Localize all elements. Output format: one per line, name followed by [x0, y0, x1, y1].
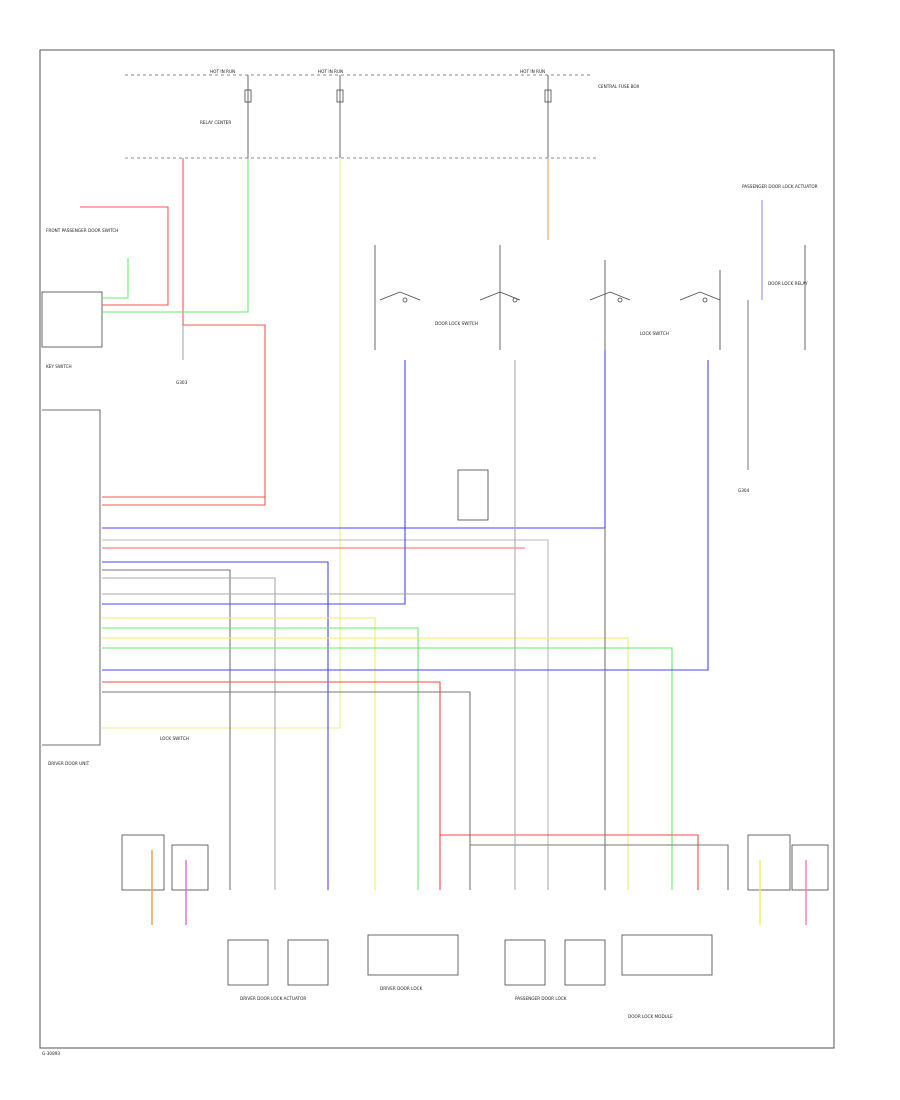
harness-wires	[102, 350, 729, 890]
ground-left-label: G303	[176, 380, 188, 385]
driver-door-lock-label: DRIVER DOOR LOCK	[380, 986, 423, 991]
switch-assemblies	[374, 245, 806, 350]
lock-switch-left-label: LOCK SWITCH	[160, 736, 189, 741]
front-passenger-door-switch-label: FRONT PASSENGER DOOR SWITCH	[46, 228, 118, 233]
door-lock-relay-label: DOOR LOCK RELAY	[768, 281, 808, 286]
wires-top-left	[80, 158, 266, 506]
figure-code: G-30893	[42, 1051, 60, 1056]
hot-in-run-label-3: HOT IN RUN	[520, 69, 545, 74]
relay-center-right-label: PASSENGER DOOR LOCK ACTUATOR	[742, 184, 818, 189]
bottom-actuators	[121, 834, 829, 986]
hot-in-run-label-1: HOT IN RUN	[210, 69, 235, 74]
ground-right-label: G304	[738, 488, 750, 493]
connector-cluster	[457, 469, 489, 521]
relay-center-label: RELAY CENTER	[200, 120, 231, 125]
left-modules: KEY SWITCH DRIVER DOOR UNIT FRONT PASSEN…	[41, 228, 118, 766]
door-lock-module-label: DOOR LOCK MODULE	[628, 1014, 673, 1019]
door-lock-switch-label: DOOR LOCK SWITCH	[435, 321, 478, 326]
central-fuse-box-label: CENTRAL FUSE BOX	[598, 84, 639, 89]
wire-yellow-long	[102, 158, 341, 729]
driver-door-unit-label: DRIVER DOOR UNIT	[48, 761, 90, 766]
passenger-door-lock-label: PASSENGER DOOR LOCK	[515, 996, 567, 1001]
fuse-group	[244, 75, 552, 158]
hot-in-run-label-2: HOT IN RUN	[318, 69, 343, 74]
diagram-frame	[39, 49, 835, 1049]
driver-door-lock-actuator-label: DRIVER DOOR LOCK ACTUATOR	[240, 996, 306, 1001]
key-switch-label: KEY SWITCH	[46, 364, 72, 369]
lock-switch-right-label: LOCK SWITCH	[640, 331, 669, 336]
